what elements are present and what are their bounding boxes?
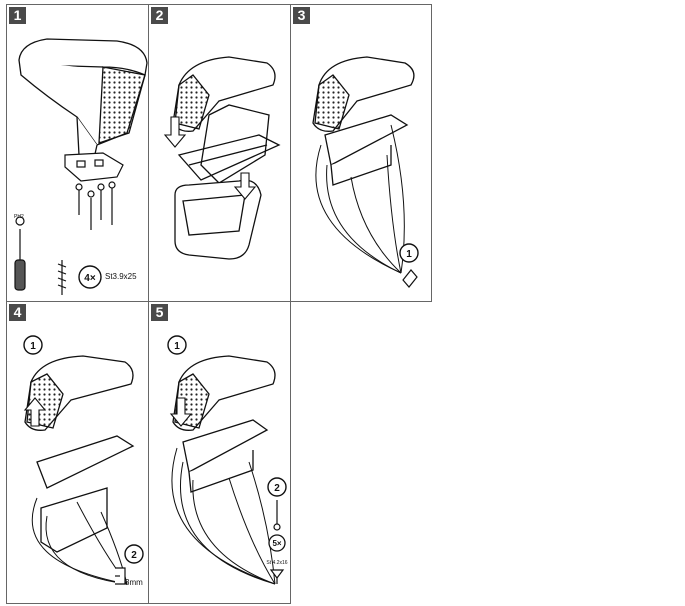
sub-step-circle	[124, 544, 144, 564]
screw-spec: St3.9x25	[105, 272, 137, 281]
step-1-illustration: PH2 4× St3.9x25	[14, 38, 148, 295]
screw-icon	[269, 569, 285, 584]
armrest-top	[172, 56, 276, 184]
step-4-illustration: 1 2 3mm	[23, 335, 144, 587]
screws	[75, 181, 116, 230]
driver-label: PH2	[14, 214, 24, 220]
sub-step-circle	[267, 477, 287, 497]
armrest-assembly	[24, 355, 135, 553]
sub-step-number: 2	[274, 483, 280, 494]
drill-icon	[115, 567, 126, 585]
step-number-badge: 4	[9, 304, 26, 321]
step-number-badge: 3	[293, 7, 310, 24]
base-plate	[64, 152, 124, 182]
step-number-badge: 2	[151, 7, 168, 24]
screwdriver-icon	[14, 216, 26, 291]
quantity-callout: 4×	[84, 273, 96, 284]
up-arrow-icon	[23, 397, 47, 427]
drill-size: 3mm	[125, 578, 143, 587]
bolt-icon	[273, 500, 281, 531]
step-3-panel: 3 1	[290, 4, 432, 302]
down-arrow-icon	[163, 116, 257, 200]
step-3-illustration: 1	[312, 56, 419, 288]
armrest-assembly	[172, 355, 276, 493]
step-number-badge: 1	[9, 7, 26, 24]
quantity-circle	[78, 265, 102, 289]
base-tray	[174, 179, 262, 260]
sub-step-circle	[399, 243, 419, 263]
sub-step-number: 1	[30, 341, 36, 352]
step-1-panel: 1	[6, 4, 149, 302]
step-5-panel: 5 1	[148, 301, 291, 604]
armrest-assembly	[312, 56, 415, 186]
screw-icon	[57, 260, 67, 295]
armrest-body	[18, 38, 148, 165]
instruction-sheet: 1	[6, 4, 432, 604]
sub-step-number: 1	[174, 341, 180, 352]
step-4-panel: 4 1	[6, 301, 149, 604]
quantity-circle	[268, 534, 286, 552]
step-2-illustration	[163, 56, 281, 260]
sub-step-number: 1	[406, 249, 412, 260]
clip-icon	[402, 269, 418, 288]
bracket	[177, 134, 281, 181]
sub-step-number: 2	[131, 550, 137, 561]
step-number-badge: 5	[151, 304, 168, 321]
pointer-lines	[31, 497, 128, 585]
screw-spec: St 4.2x16	[266, 560, 287, 566]
sub-step-circle	[167, 335, 187, 355]
down-arrow-icon	[169, 397, 193, 427]
step-5-illustration: 1 2	[167, 335, 288, 585]
quantity-callout: 5×	[272, 539, 281, 548]
step-2-panel: 2	[148, 4, 291, 302]
pointer-lines	[315, 124, 405, 274]
sub-step-circle	[23, 335, 43, 355]
